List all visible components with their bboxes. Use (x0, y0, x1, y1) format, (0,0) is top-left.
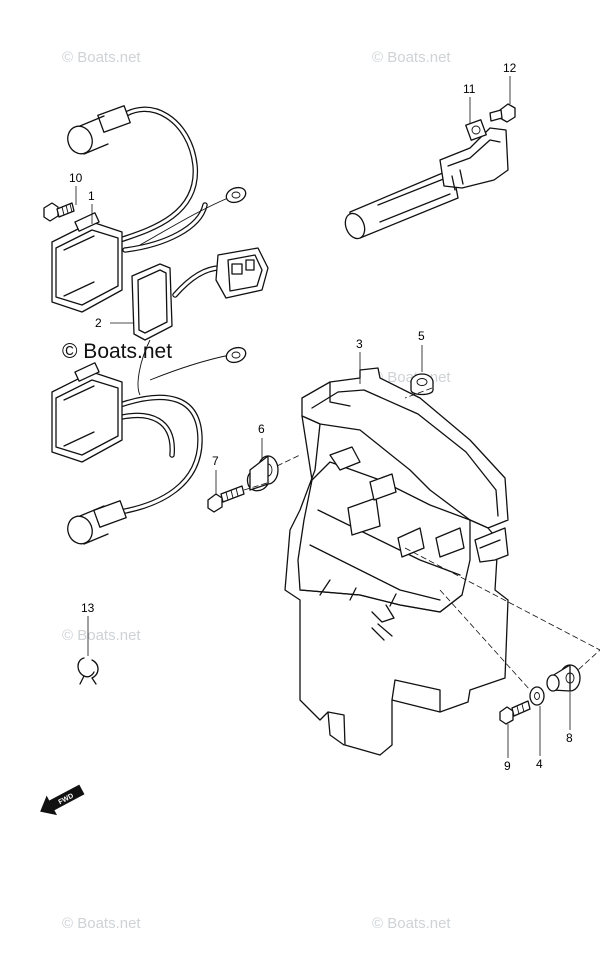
callout-1: 1 (88, 189, 95, 203)
callout-8: 8 (566, 731, 573, 745)
watermark: © Boats.net (62, 49, 141, 66)
bolt-7 (207, 485, 245, 513)
control-module-upper (51, 105, 247, 313)
clip-13 (77, 657, 99, 685)
gasket (131, 263, 173, 341)
bolt-12 (489, 103, 516, 123)
callout-6: 6 (258, 422, 265, 436)
callout-3: 3 (356, 337, 363, 351)
callout-12: 12 (503, 61, 517, 75)
callout-11: 11 (463, 82, 476, 96)
grommet-5 (410, 373, 434, 396)
watermark: © Boats.net (62, 627, 141, 644)
callout-2: 2 (95, 316, 102, 330)
connector (172, 247, 269, 299)
leader-lines (75, 76, 600, 758)
grommet-6 (246, 455, 279, 492)
washer-4 (529, 686, 545, 706)
cover-housing (284, 367, 509, 756)
control-module-lower (51, 339, 247, 545)
callout-7: 7 (212, 454, 219, 468)
watermark: © Boats.net (62, 915, 141, 932)
watermark: © Boats.net (372, 49, 451, 66)
callout-10: 10 (69, 171, 83, 185)
callout-5: 5 (418, 329, 425, 343)
fwd-label: FWD (58, 793, 75, 807)
ignition-coil (344, 119, 509, 240)
watermark-main: © Boats.net (62, 340, 172, 363)
callout-9: 9 (504, 759, 511, 773)
bolt-9 (499, 700, 531, 725)
watermark: © Boats.net (372, 915, 451, 932)
callout-4: 4 (536, 757, 543, 771)
callout-13: 13 (81, 601, 95, 615)
bolt-10 (43, 202, 75, 222)
grommet-8 (546, 664, 581, 692)
watermark-group: © Boats.net © Boats.net © Boats.net © Bo… (62, 49, 451, 932)
callout-labels: 1 2 3 4 5 6 7 8 9 10 11 12 13 (69, 61, 573, 773)
fwd-arrow-icon: FWD (40, 784, 85, 816)
